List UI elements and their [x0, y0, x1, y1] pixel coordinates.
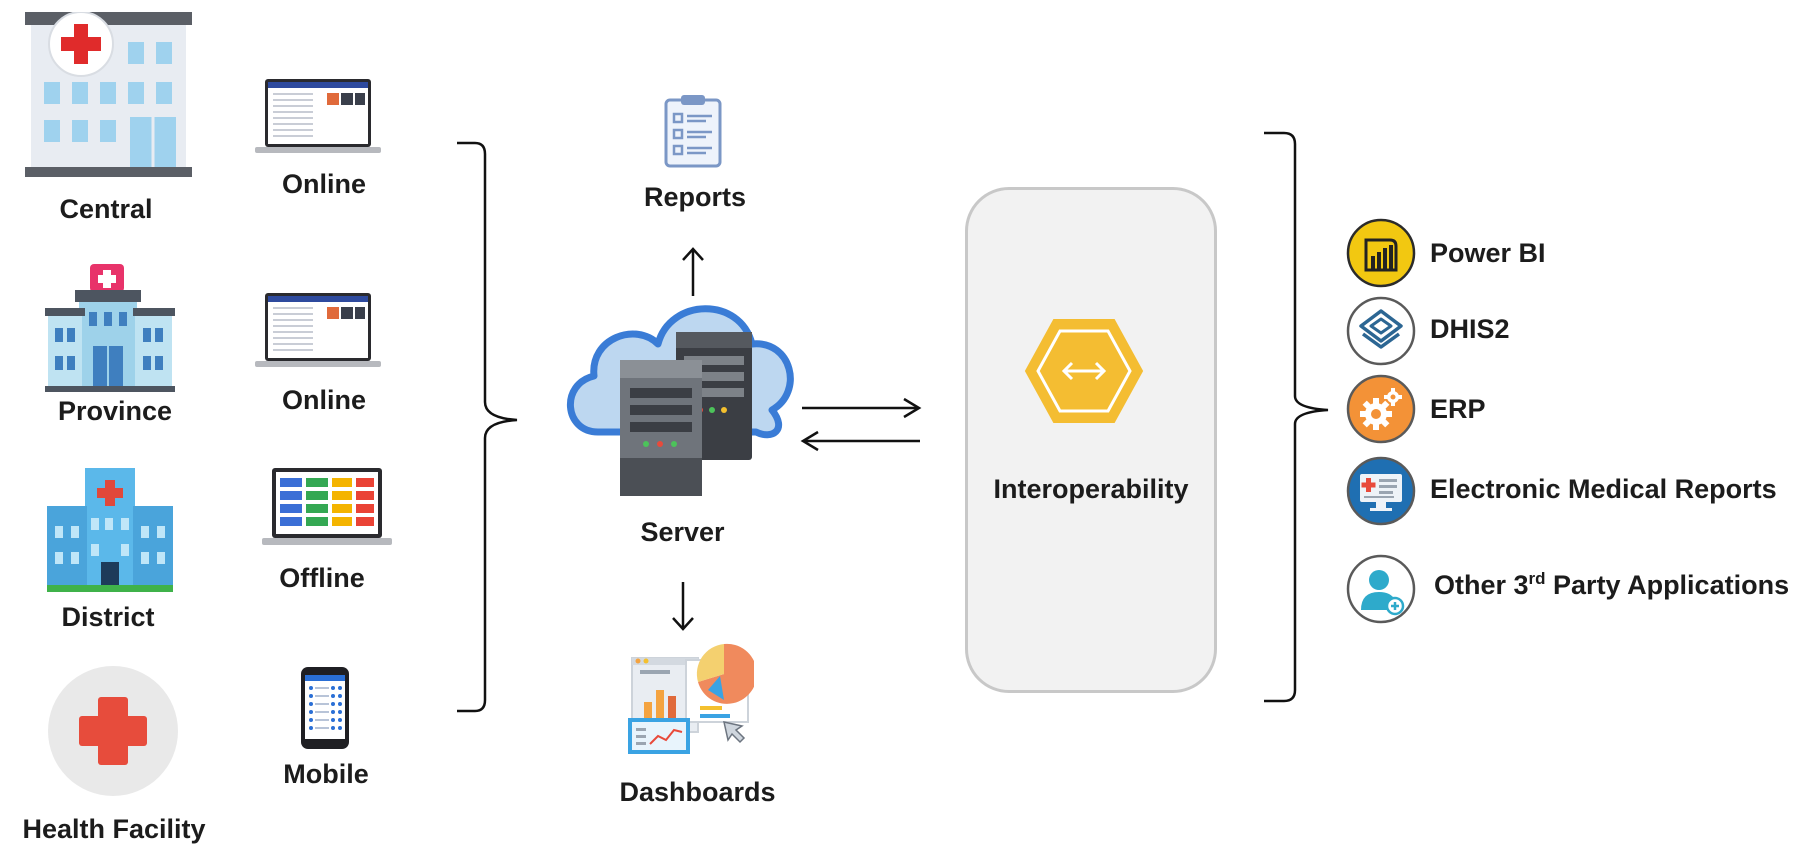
laptop-icon	[255, 79, 381, 153]
app-label-erp: ERP	[1430, 394, 1486, 424]
level-label-province: Province	[57, 396, 173, 426]
mobile-phone-icon	[301, 667, 349, 749]
laptop-offline-icon	[262, 468, 392, 545]
mode-label-offline: Offline	[279, 563, 365, 593]
mode-label-mobile: Mobile	[283, 759, 369, 789]
mode-label-online-1: Online	[281, 169, 366, 199]
arrow-to-dashboards	[672, 582, 694, 631]
clipboard-report-icon	[664, 95, 722, 168]
left-group-brace	[457, 141, 518, 713]
server-label: Server	[640, 517, 725, 547]
app-label-dhis2: DHIS2	[1430, 314, 1510, 344]
dhis2-icon	[1346, 296, 1416, 366]
reports-label: Reports	[643, 182, 746, 212]
level-label-health-facility: Health Facility	[22, 814, 206, 844]
mode-label-online-2: Online	[281, 385, 366, 415]
app-label-other-3rd-party: Other 3rd Party Applications	[1434, 570, 1789, 601]
erp-gear-icon	[1346, 374, 1416, 444]
dashboard-chart-icon	[628, 643, 754, 754]
app-label-power-bi: Power BI	[1430, 238, 1546, 268]
app-label-emr: Electronic Medical Reports	[1430, 474, 1777, 504]
cloud-server-icon	[566, 305, 794, 496]
emr-monitor-icon	[1346, 456, 1416, 526]
interoperability-label: Interoperability	[993, 474, 1189, 504]
other-apps-ordinal-suffix: rd	[1528, 569, 1546, 588]
laptop-icon	[255, 293, 381, 367]
central-hospital-icon	[25, 12, 192, 177]
district-hospital-icon	[47, 468, 173, 592]
province-hospital-icon	[45, 264, 175, 392]
user-add-icon	[1346, 554, 1416, 624]
level-label-district: District	[61, 602, 155, 632]
power-bi-icon	[1346, 218, 1416, 288]
health-facility-icon	[48, 666, 178, 796]
interoperability-panel	[965, 187, 1217, 693]
other-apps-prefix: Other 3	[1434, 570, 1529, 600]
right-group-brace	[1264, 131, 1329, 703]
dashboards-label: Dashboards	[619, 777, 776, 807]
level-label-central: Central	[59, 194, 153, 224]
arrow-to-interop	[802, 397, 922, 419]
api-hexagon-icon	[1024, 319, 1144, 423]
arrow-from-interop	[800, 430, 920, 452]
other-apps-suffix: Party Applications	[1545, 570, 1790, 600]
arrow-to-reports	[682, 247, 704, 296]
